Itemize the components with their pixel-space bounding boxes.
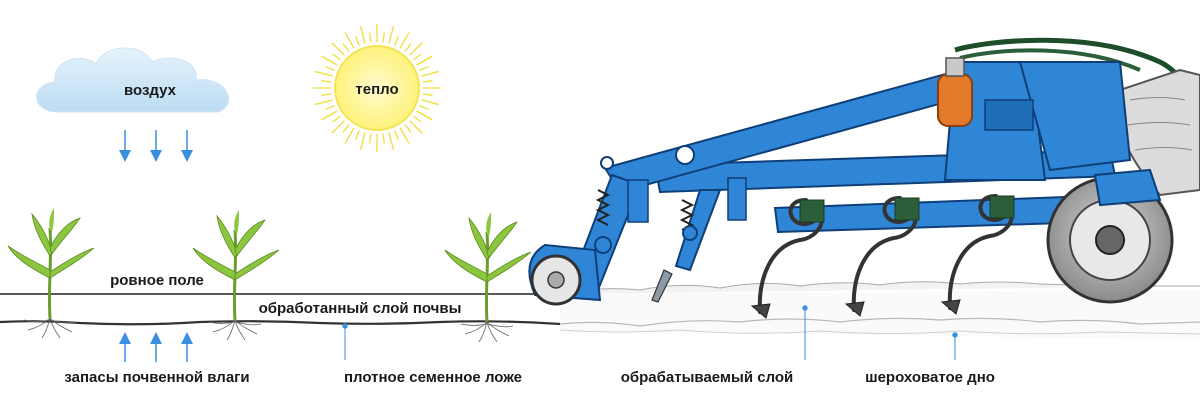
heat-label: тепло xyxy=(355,81,398,98)
plant-icon xyxy=(7,208,95,339)
worked-layer-label: обрабатываемый слой xyxy=(621,369,794,386)
level-field-label: ровное поле xyxy=(110,272,204,289)
cloud-icon xyxy=(36,47,230,113)
tilled-layer-label: обработанный слой почвы xyxy=(259,300,462,317)
air-down-arrows xyxy=(119,130,193,162)
rough-bottom-label: шероховатое дно xyxy=(865,369,995,386)
wheel-icon xyxy=(1046,168,1174,304)
soil-moisture-label: запасы почвенной влаги xyxy=(64,369,249,386)
plant-icon xyxy=(192,210,280,341)
sun-icon xyxy=(313,24,441,152)
plant-icon xyxy=(444,212,532,343)
firm-seedbed-label: плотное семенное ложе xyxy=(344,369,522,386)
callout-lines xyxy=(342,305,958,360)
ground xyxy=(0,281,1200,340)
moisture-up-arrows xyxy=(119,332,193,362)
cultivator-icon xyxy=(528,37,1200,319)
air-label: воздух xyxy=(124,82,177,99)
